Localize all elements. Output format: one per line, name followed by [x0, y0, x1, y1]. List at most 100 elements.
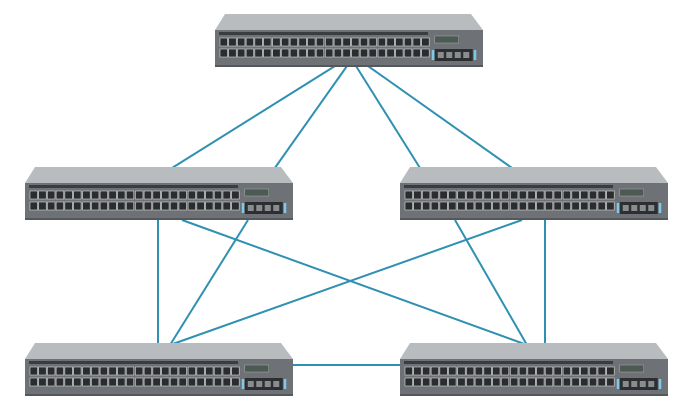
uplink-port	[437, 52, 444, 58]
port	[263, 48, 272, 58]
port	[64, 366, 73, 376]
ejector-tab	[241, 203, 245, 213]
port	[510, 377, 519, 387]
port	[536, 201, 545, 211]
port	[500, 201, 510, 211]
port	[457, 201, 466, 211]
port	[580, 377, 589, 387]
port	[289, 48, 298, 58]
port	[351, 37, 360, 47]
ejector-tab	[431, 50, 435, 60]
port	[457, 366, 466, 376]
port	[231, 201, 240, 211]
port	[606, 366, 615, 376]
uplink-port	[273, 381, 280, 387]
port	[606, 201, 615, 211]
port	[169, 190, 179, 200]
switches	[25, 14, 668, 396]
link-middle-left-to-bottom-left	[169, 219, 249, 346]
port	[222, 201, 231, 211]
port	[325, 48, 334, 58]
port	[135, 377, 144, 387]
port	[422, 201, 431, 211]
port	[386, 37, 395, 47]
port	[29, 366, 38, 376]
port	[483, 190, 492, 200]
port	[38, 377, 47, 387]
port	[377, 37, 386, 47]
port	[404, 201, 413, 211]
port	[178, 377, 187, 387]
chassis-bottom	[400, 394, 668, 396]
port	[231, 377, 240, 387]
port	[29, 377, 38, 387]
port	[500, 190, 510, 200]
chassis-top	[215, 14, 483, 30]
port	[403, 37, 413, 47]
port	[483, 201, 492, 211]
chassis-bottom	[25, 394, 293, 396]
port	[99, 190, 108, 200]
link-middle-right-to-bottom-right	[454, 219, 528, 346]
port	[457, 377, 466, 387]
port	[281, 48, 290, 58]
ejector-tab	[658, 379, 662, 389]
port	[571, 377, 580, 387]
port	[562, 201, 571, 211]
port	[597, 377, 606, 387]
port	[500, 366, 510, 376]
port	[55, 190, 64, 200]
ejector-tab	[283, 203, 287, 213]
port	[73, 190, 82, 200]
port	[99, 377, 108, 387]
port	[73, 366, 82, 376]
port	[187, 201, 196, 211]
port	[108, 366, 117, 376]
port	[222, 377, 231, 387]
port	[466, 201, 475, 211]
port	[205, 366, 214, 376]
port	[395, 48, 404, 58]
port	[448, 377, 457, 387]
port	[597, 190, 606, 200]
uplink-port	[454, 52, 461, 58]
port	[213, 366, 223, 376]
port	[527, 190, 536, 200]
port	[143, 190, 152, 200]
switch-bottom-right	[400, 343, 668, 396]
port	[47, 201, 56, 211]
port	[571, 201, 580, 211]
uplink-port	[264, 381, 271, 387]
port	[606, 377, 615, 387]
port	[178, 190, 187, 200]
link-top-to-middle-right	[367, 65, 513, 169]
port	[448, 190, 457, 200]
port	[152, 366, 161, 376]
uplink-port	[648, 205, 655, 211]
port	[351, 48, 360, 58]
link-top-to-middle-left	[171, 65, 336, 169]
uplink-port	[622, 205, 629, 211]
port	[272, 37, 281, 47]
port	[47, 190, 56, 200]
uplink-port	[639, 205, 646, 211]
lcd-display	[244, 364, 270, 373]
port	[169, 201, 179, 211]
port	[91, 190, 100, 200]
port	[466, 190, 475, 200]
port	[213, 377, 223, 387]
port	[91, 366, 100, 376]
port	[518, 190, 527, 200]
port	[178, 366, 187, 376]
port	[289, 37, 298, 47]
port	[421, 48, 430, 58]
port	[368, 48, 377, 58]
port	[187, 366, 196, 376]
port	[483, 366, 492, 376]
port	[152, 201, 161, 211]
port	[263, 37, 272, 47]
vent	[219, 32, 429, 35]
port	[553, 366, 562, 376]
port	[55, 366, 64, 376]
